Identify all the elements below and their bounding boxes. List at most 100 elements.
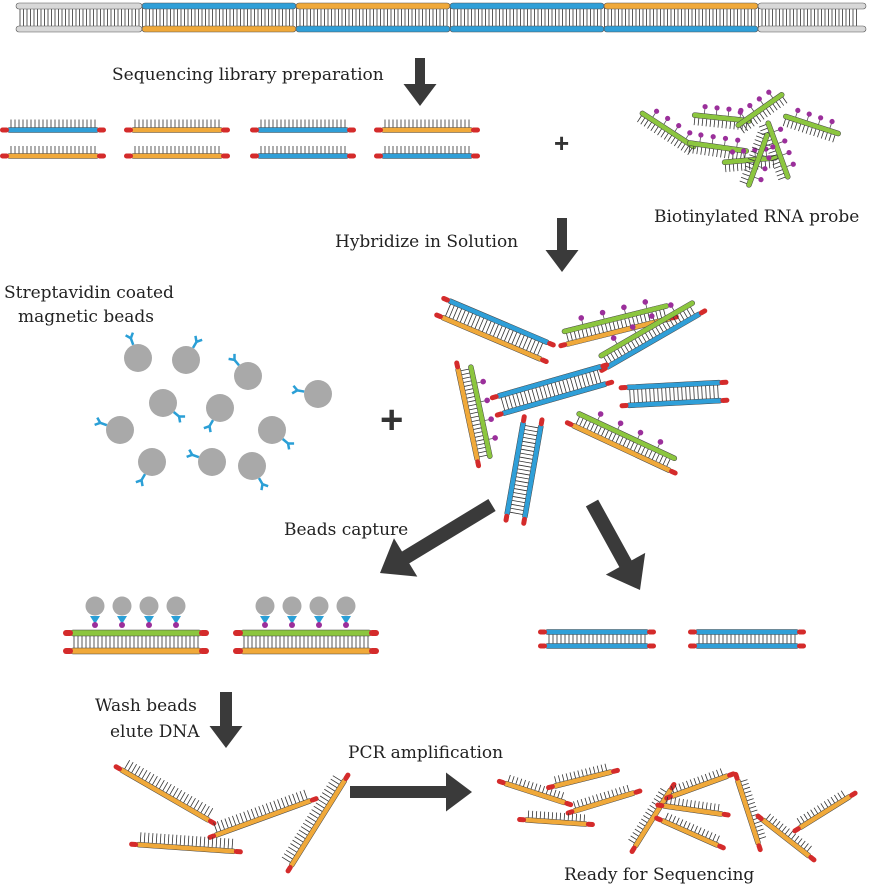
eluted-strand-1 [113, 755, 223, 827]
biotin-dot [726, 106, 732, 112]
biotin-dot [675, 122, 682, 129]
base-pair-ticks [699, 635, 795, 644]
magnetic-bead [149, 389, 185, 422]
adapter-cap [719, 380, 728, 385]
base-pair-ticks [385, 146, 469, 154]
bead-sphere [198, 448, 226, 476]
adapter-cap [347, 154, 356, 159]
streptavidin-arm [142, 480, 143, 486]
plus-sign-top: + [554, 128, 569, 159]
streptavidin-stem [259, 478, 263, 484]
base-pair-ticks [135, 120, 219, 128]
uncaptured-duplex-1 [538, 630, 656, 649]
genomic-segment [758, 26, 866, 32]
genomic-segment [16, 26, 142, 32]
adapter-cap [347, 128, 356, 133]
library-fragment-top [0, 120, 106, 133]
bead-sphere [206, 394, 234, 422]
arrow-shape [546, 218, 579, 272]
biotin-dot [653, 108, 660, 115]
strand-bottom [695, 644, 799, 649]
base-pair-ticks [446, 304, 543, 355]
adapter-cap [374, 154, 383, 159]
magnetic-bead [172, 336, 202, 374]
probe-strand [783, 113, 842, 136]
arrow-shape [586, 500, 645, 590]
biotin-dot [642, 299, 649, 306]
genomic-segment [296, 26, 450, 32]
genomic-segment [16, 3, 142, 9]
biotin-dot [289, 622, 295, 628]
streptavidin-stem [283, 439, 288, 443]
adapter-cap [503, 513, 509, 523]
base-pair-ticks [135, 146, 219, 154]
bead-sphere [167, 597, 186, 616]
genomic-segment [604, 26, 758, 32]
bead-sphere [283, 597, 302, 616]
genomic-dna [16, 3, 866, 32]
base-pair-ticks [214, 790, 308, 832]
adapter-cap [97, 128, 106, 133]
hybrid-duplex-4 [564, 399, 688, 476]
magnetic-bead [204, 394, 234, 432]
adapter-cap [124, 154, 133, 159]
adapter-cap [538, 417, 544, 427]
label-probe: Biotinylated RNA probe [654, 206, 859, 228]
library-fragment-bottom [374, 146, 480, 159]
target-strand [70, 648, 202, 654]
adapter-cap [647, 644, 656, 649]
biotin-dot [686, 129, 693, 136]
base-pair-ticks [385, 120, 469, 128]
adapter-cap [720, 398, 729, 403]
biotin-dot [762, 165, 769, 172]
arrow-shape [210, 692, 243, 748]
bead-sphere [234, 362, 262, 390]
adapter-cap [234, 849, 243, 855]
library-fragment-bottom [124, 146, 230, 159]
streptavidin-arm [187, 455, 193, 457]
label-wash-line2: elute DNA [110, 721, 200, 743]
strand-top [545, 630, 649, 635]
streptavidin-stem [142, 474, 146, 480]
library-fragment-bottom [0, 146, 106, 159]
strand-bottom [504, 421, 526, 516]
bead-sphere [124, 344, 152, 372]
base-pair-ticks [766, 814, 811, 852]
streptavidin-stem [297, 390, 304, 391]
bead-sphere [337, 597, 356, 616]
adapter-cap [199, 648, 209, 654]
strand [660, 818, 721, 849]
dna-duplex-1 [433, 295, 556, 365]
rna-probe-4 [780, 104, 844, 144]
label-beads-line1: Streptavidin coated [4, 282, 174, 304]
base-pair-ticks [20, 8, 857, 27]
probe-strand [240, 630, 372, 636]
adapter-cap [63, 648, 73, 654]
magnetic-bead [258, 416, 294, 449]
genomic-segment [142, 3, 296, 9]
strand [136, 842, 236, 854]
streptavidin-arm [126, 335, 131, 338]
biotin-dot [777, 126, 784, 133]
captured-complex-2 [233, 597, 379, 655]
biotin-dot [92, 622, 98, 628]
base-pair-ticks [261, 146, 345, 154]
adapter-cap [124, 128, 133, 133]
adapter-cap [538, 644, 547, 649]
magnetic-bead [238, 452, 268, 490]
arrow-hybridize [546, 218, 579, 272]
bead-sphere [304, 380, 332, 408]
biotin-dot [599, 309, 606, 316]
base-pair-ticks [797, 791, 845, 824]
biotin-dot [829, 118, 836, 125]
strand [552, 769, 613, 789]
biotin-dot [781, 138, 788, 145]
biotin-dot [173, 622, 179, 628]
streptavidin-stem [131, 338, 133, 345]
strand [381, 128, 473, 133]
biotin-dot [488, 416, 495, 423]
biotin-dot [597, 410, 604, 417]
adapter-cap [369, 648, 379, 654]
biotin-dot [702, 104, 708, 110]
arrow-pcr [350, 773, 472, 812]
